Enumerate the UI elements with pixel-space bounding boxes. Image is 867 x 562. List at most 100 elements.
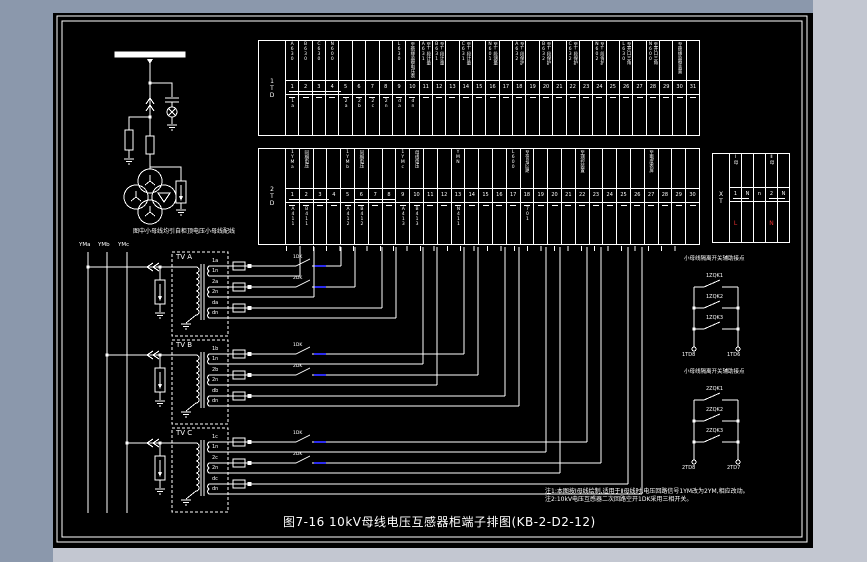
aux2-contact1-label: 2ZQK1 <box>706 386 724 392</box>
wire-label-bottom: A411 <box>289 204 296 245</box>
terminal-column: N <box>742 154 754 242</box>
wire-label-bottom <box>529 96 536 136</box>
terminal-number: 27 <box>633 80 646 95</box>
wire-label-bottom: 1a <box>289 96 296 136</box>
left-panel <box>0 0 53 562</box>
wire-label-top: 至测控装置 <box>579 150 585 173</box>
terminal-column: 13 <box>446 41 460 135</box>
wire-label-bottom <box>330 204 337 245</box>
terminal-number: 27 <box>644 188 658 203</box>
terminal-number: 19 <box>534 188 548 203</box>
terminal-number: 21 <box>561 188 575 203</box>
strip2-columns: 1YMa 1 A411 同期电压 2 B411 3 <box>286 149 699 244</box>
jumper-link <box>769 198 785 199</box>
terminal-column: 24 <box>603 149 618 245</box>
bus-label-ymb: YMb <box>98 242 110 248</box>
terminal-column: 29 <box>660 41 674 135</box>
breaker-label: 1DK <box>293 255 303 260</box>
terminal-column: C630 3 <box>312 41 327 135</box>
drawing-title: 图7-16 10kV母线电压互感器柜端子排图(KB-2-D2-12) <box>283 515 596 529</box>
wire-label-top: 至Ⅰ段计量A631 <box>420 42 431 65</box>
wire-label-bottom <box>623 96 630 136</box>
wire-label-bottom <box>482 204 489 245</box>
lead-label: 2n <box>212 289 219 295</box>
terminal-column: B630 2 <box>299 41 313 135</box>
note-line-2: 注2:10kV电压互感器二次回路空开1DK采用三相开关。 <box>545 496 693 503</box>
wire-label-bottom: A413 <box>399 204 406 245</box>
terminal-number: 22 <box>566 80 579 95</box>
terminal-column: 21 <box>561 149 576 244</box>
wire-label-bottom: B413 <box>413 204 420 245</box>
terminal-number: 26 <box>619 80 633 95</box>
terminal-column: 16 <box>492 149 507 244</box>
bus-label-yma: YMa <box>79 242 91 248</box>
terminal-number: N <box>778 187 789 202</box>
terminal-number: 4 <box>327 188 341 203</box>
lead-label: 1a <box>212 258 219 264</box>
terminal-number: 24 <box>603 188 617 203</box>
terminal-number: 4 <box>326 80 339 95</box>
terminal-number: 12 <box>432 80 446 95</box>
terminal-column: 27 <box>633 41 647 135</box>
wire-label-top: 至Ⅰ段保护C632 <box>567 42 578 65</box>
lead-label: 2b <box>212 367 219 373</box>
wire-label-bottom <box>634 204 641 245</box>
wire-label-top: 同期电压 <box>358 150 364 168</box>
terminal-column: 11 <box>423 149 438 244</box>
breaker-label: 1DK <box>293 431 303 436</box>
terminal-column: 19 <box>534 149 549 244</box>
terminal-column: 12 <box>437 149 452 244</box>
terminal-number: 20 <box>548 188 561 203</box>
terminal-number: 20 <box>539 80 553 95</box>
wire-label-bottom: B411 <box>303 204 310 245</box>
aux1-contact3-label: 1ZQK3 <box>706 315 724 321</box>
terminal-number: 25 <box>617 188 630 203</box>
terminal-column: 至Ⅰ段计量C631 14 <box>459 41 474 135</box>
lead-label: 2c <box>212 455 218 461</box>
wire-label-bottom <box>609 96 616 136</box>
terminal-column: n <box>754 154 766 242</box>
wire-label-bottom <box>556 96 563 136</box>
strip1-header: 1TD <box>259 41 286 135</box>
terminal-number: 17 <box>506 188 520 203</box>
wire-label-bottom <box>468 204 475 245</box>
terminal-number: 14 <box>459 80 473 95</box>
terminal-number: 30 <box>673 80 686 95</box>
lead-label: dn <box>212 310 219 316</box>
terminal-column: 至电度表屏 27 <box>644 149 659 244</box>
wire-label-bottom <box>596 96 603 136</box>
bus-label-ymc: YMc <box>118 242 130 248</box>
lead-label: 1n <box>212 356 219 362</box>
wire-label-bottom <box>516 96 523 136</box>
terminal-number: 9 <box>392 80 406 95</box>
terminal-column: 29 <box>672 149 687 244</box>
mini-terminal-table: XT Ⅰ母 1 L N n <box>712 153 790 243</box>
wire-label-bottom <box>606 204 613 245</box>
terminal-column: 6 2b <box>352 41 367 136</box>
aux1-terminal-left: 1TD8 <box>682 352 696 358</box>
breaker-label: 2DK <box>293 276 303 281</box>
terminal-column: 26 <box>630 149 645 245</box>
wire-label-top: 至Ⅰ段计量B631 <box>434 42 445 65</box>
wire-label-bottom: 2n <box>382 96 389 136</box>
terminal-column: 至Ⅰ段保护C632 22 <box>566 41 580 135</box>
terminal-column: N <box>778 154 789 242</box>
terminal-column: 1YMc 9 A413 <box>396 149 411 245</box>
terminal-column: 至Ⅰ段计量A631 11 <box>419 41 433 136</box>
wire-label-top: L630 <box>396 42 402 62</box>
terminal-number: 1 <box>286 80 299 95</box>
strip2-header: 2TD <box>259 149 286 244</box>
breaker-label: 2DK <box>293 364 303 369</box>
lead-label: dn <box>212 398 219 404</box>
terminal-column: 15 <box>473 41 487 135</box>
wire-label-bottom <box>583 96 590 136</box>
terminal-number: 21 <box>553 80 566 95</box>
wire-label-bottom <box>422 96 429 136</box>
wire-label-bottom <box>661 204 668 245</box>
terminal-column: 同期电压 2 B411 <box>299 149 314 245</box>
wire-label-top: N600 <box>329 42 335 62</box>
wire-label-bottom <box>316 204 323 245</box>
wire-label-bottom: N411 <box>454 204 461 245</box>
wire-label-bottom: 2b <box>355 96 362 136</box>
terminal-column: 至开口三角L630 26 <box>619 41 634 136</box>
